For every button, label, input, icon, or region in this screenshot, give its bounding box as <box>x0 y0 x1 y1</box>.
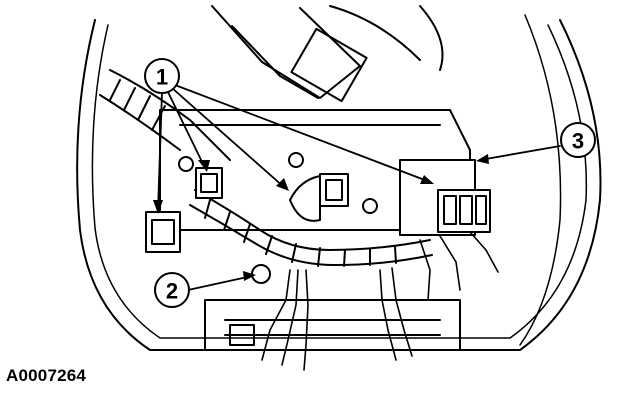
wire-bundles <box>261 231 499 371</box>
callout-1: 1 <box>144 58 180 94</box>
callout-1-label: 1 <box>156 65 168 90</box>
figure-id: A0007264 <box>6 366 87 385</box>
callout-3: 3 <box>560 122 596 158</box>
callout-2: 2 <box>154 272 190 308</box>
callout-3-label: 3 <box>572 129 584 154</box>
callout-2-label: 2 <box>166 279 178 304</box>
left-harness <box>99 69 433 267</box>
lower-module <box>204 299 461 351</box>
connectors <box>145 159 491 253</box>
upper-plug-housing <box>211 5 444 103</box>
leader-arrowheads <box>153 154 489 281</box>
leader-lines <box>157 84 561 291</box>
